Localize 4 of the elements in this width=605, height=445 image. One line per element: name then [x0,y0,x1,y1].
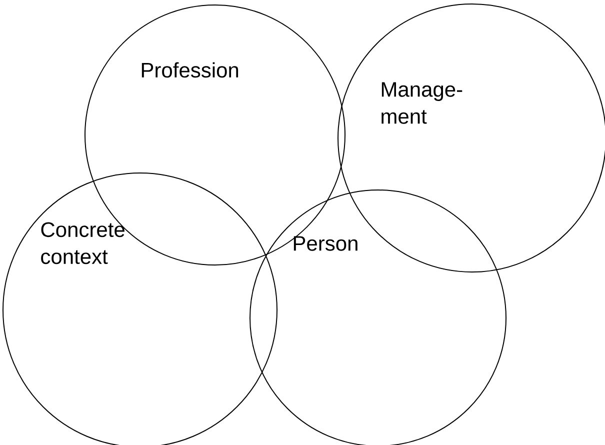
circle-label: Person [294,236,358,251]
circle-label: Concrete context [41,222,124,264]
circle-label: Manage- ment [382,82,462,124]
circle-label: Profession [142,62,238,78]
